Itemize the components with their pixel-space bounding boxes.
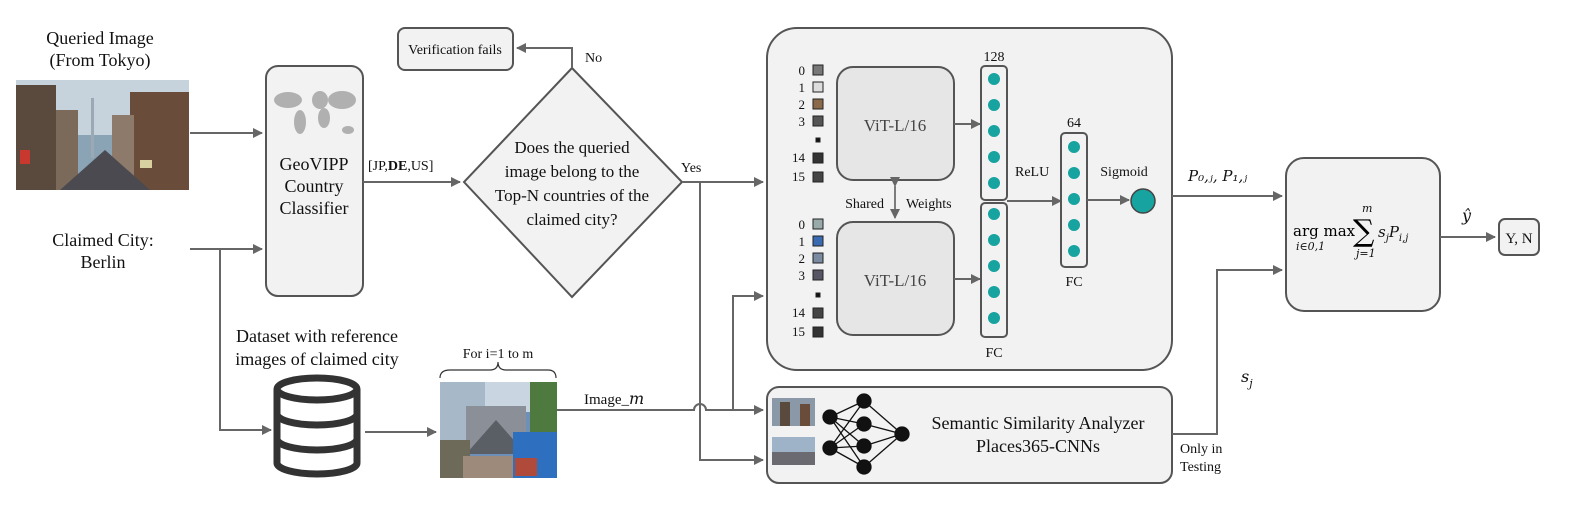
queried-image-label-1: Queried Image [46, 28, 153, 48]
fc-label-2: FC [1065, 275, 1082, 290]
semantic-input-thumbnails [772, 398, 815, 465]
arrow-city-to-database [219, 249, 272, 435]
dataset-label-1: Dataset with reference [236, 326, 398, 346]
fc-size-64: 64 [1067, 116, 1081, 131]
output-box [1498, 218, 1540, 256]
fc-size-128: 128 [984, 50, 1005, 65]
patch-index-bottom-0: 0 [799, 217, 806, 232]
arrow-yes-to-semantic [699, 182, 764, 465]
vit-label-bottom: ViT-L/16 [864, 271, 927, 290]
probability-label: P₀,ⱼ, P₁,ⱼ [1187, 167, 1247, 185]
relu-label: ReLU [1015, 165, 1049, 180]
patch-index-bottom-14: 14 [792, 305, 806, 320]
semantic-title: Semantic Similarity Analyzer [932, 413, 1145, 433]
svg-text:i∈0,1: i∈0,1 [1296, 240, 1325, 253]
patch-index-top-1: 1 [799, 80, 806, 95]
patch-index-top-14: 14 [792, 150, 806, 165]
shared-label: Shared [845, 197, 884, 212]
weights-label: Weights [906, 197, 952, 212]
decision-question-1: Does the queried [514, 138, 630, 157]
fc-nodes-64 [1068, 141, 1080, 257]
decision-question-2: image belong to the [505, 162, 640, 181]
sigmoid-label: Sigmoid [1100, 165, 1147, 180]
only-in-testing-1: Only in [1180, 442, 1222, 457]
classifier-label-2: Country [284, 176, 343, 196]
claimed-city-label-2: Berlin [81, 252, 126, 272]
decision-question-4: claimed city? [526, 210, 617, 229]
fc-label-1: FC [985, 346, 1002, 361]
database-icon [273, 374, 361, 478]
s-j-label: sj [1241, 367, 1253, 390]
svg-text:∑: ∑ [1353, 214, 1375, 249]
svg-text:m: m [1362, 202, 1372, 215]
semantic-subtitle: Places365-CNNs [976, 436, 1100, 456]
neural-network-icon [822, 393, 910, 475]
loop-label: For i=1 to m [463, 347, 534, 362]
patch-thumbnails-top [812, 64, 824, 183]
decision-diamond [462, 66, 684, 299]
patch-index-bottom-15: 15 [792, 324, 805, 339]
y-hat-label: ŷ [1461, 206, 1472, 225]
classifier-label-1: GeoVIPP [279, 154, 348, 174]
arrow-images-to-semantic [557, 403, 764, 415]
patch-index-top-0: 0 [799, 63, 806, 78]
vit-label-top: ViT-L/16 [864, 116, 927, 135]
arrow-images-to-siamese [732, 291, 764, 410]
arrow-no [516, 43, 573, 68]
loop-brace [439, 361, 557, 379]
image-m-label: Image_m [584, 389, 644, 408]
fc-nodes-128 [988, 73, 1000, 324]
fusion-box [1285, 157, 1441, 312]
patch-index-bottom-2: 2 [799, 251, 806, 266]
patch-index-top-2: 2 [799, 97, 806, 112]
sigmoid-node [1130, 188, 1156, 214]
patch-index-bottom-3: 3 [799, 268, 806, 283]
dataset-label-2: images of claimed city [235, 349, 398, 369]
patch-index-top-3: 3 [799, 114, 806, 129]
svg-text:arg max: arg max [1293, 222, 1356, 240]
no-label: No [585, 51, 602, 66]
reference-images-collage [440, 382, 557, 478]
output-label: Y, N [1505, 231, 1532, 247]
claimed-city-label-1: Claimed City: [52, 230, 154, 250]
only-in-testing-2: Testing [1180, 460, 1221, 475]
arrow-similarity-to-fusion [1172, 265, 1283, 435]
semantic-similarity-box [766, 386, 1173, 484]
argmax-formula: arg max i∈0,1 ∑ m j=1 sjPi,j [1293, 202, 1408, 260]
queried-image-tokyo [16, 80, 189, 190]
patch-index-top-15: 15 [792, 169, 805, 184]
classifier-output: [JP,DE,US] [368, 159, 433, 174]
queried-image-label-2: (From Tokyo) [50, 50, 151, 71]
verification-fails-label: Verification fails [408, 43, 502, 58]
world-map-icon [274, 91, 356, 134]
svg-text:j=1: j=1 [1353, 247, 1376, 260]
patch-thumbnails-bottom [812, 218, 824, 338]
verification-fails-box [397, 27, 514, 71]
classifier-label-3: Classifier [280, 198, 349, 218]
patch-index-bottom-1: 1 [799, 234, 806, 249]
yes-label: Yes [681, 161, 701, 176]
decision-question-3: Top-N countries of the [495, 186, 649, 205]
